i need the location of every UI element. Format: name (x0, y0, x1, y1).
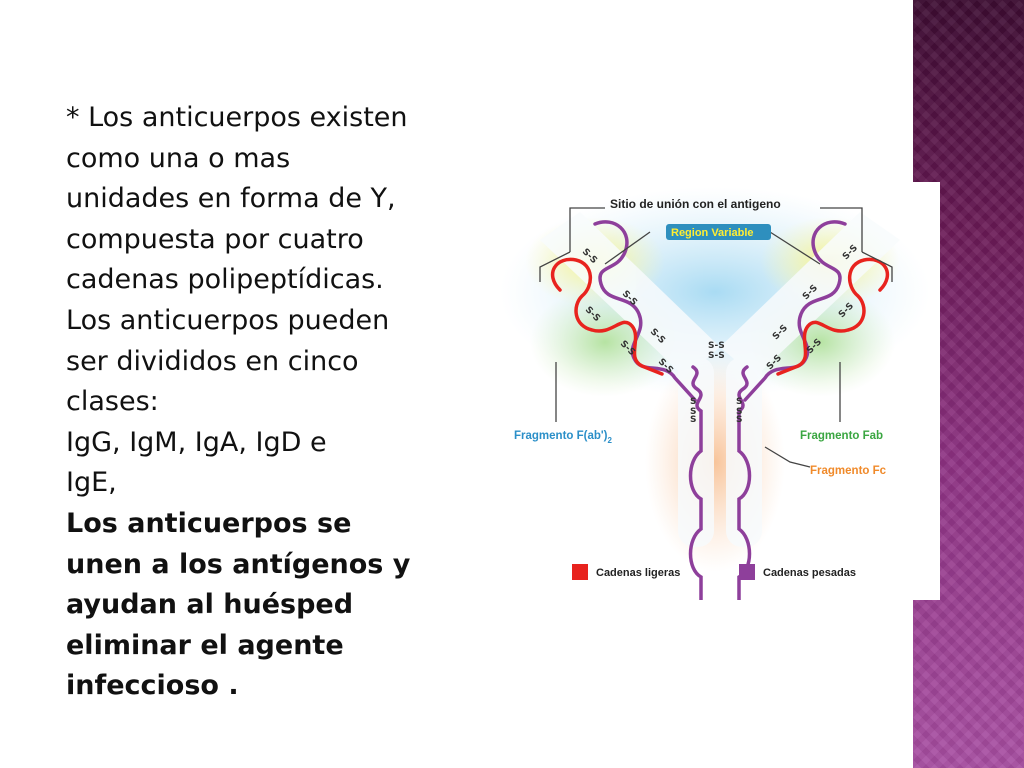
svg-text:S: S (690, 415, 696, 425)
antibody-diagram-svg: S-S S-S S-S S-S S-S S-S S-S S-S S-S S-S … (500, 187, 930, 600)
text-line: cadenas polipeptídicas. (66, 264, 384, 296)
antibody-diagram: S-S S-S S-S S-S S-S S-S S-S S-S S-S S-S … (500, 182, 940, 600)
text-line: ser divididos en cinco (66, 345, 359, 377)
diagram-labels: Sitio de unión con el antigeno Region Va… (514, 197, 887, 477)
region-variable-badge (666, 224, 771, 240)
light-chain-legend-label: Cadenas ligeras (596, 567, 680, 579)
svg-text:S: S (690, 397, 696, 407)
leader-lines (539, 207, 893, 468)
svg-text:S-S: S-S (708, 341, 725, 351)
svg-text:S: S (736, 407, 742, 417)
fc-fragment-label: Fragmento Fc (810, 465, 887, 477)
svg-text:S: S (690, 407, 696, 417)
svg-text:S-S: S-S (708, 351, 725, 361)
bold-text-line: infeccioso . (66, 670, 239, 702)
antigen-site-label: Sitio de unión con el antigeno (610, 197, 781, 211)
text-line: IgG, IgM, IgA, IgD e (66, 426, 327, 458)
bold-text-line: Los anticuerpos se (66, 507, 352, 539)
text-line: * Los anticuerpos existen (66, 102, 408, 133)
text-line: IgE, (66, 467, 117, 499)
diagram-legend: Cadenas ligeras Cadenas pesadas (572, 564, 856, 580)
bold-text-line: eliminar el agente (66, 629, 344, 661)
text-line: como una o mas (66, 142, 291, 174)
fab-fragment-label: Fragmento Fab (800, 430, 883, 442)
slide-text: * Los anticuerpos existen como una o mas… (66, 98, 456, 707)
bold-text-line: unen a los antígenos y (66, 548, 411, 580)
heavy-chain-swatch (739, 564, 755, 580)
region-variable-label: Region Variable (671, 227, 754, 239)
text-line: Los anticuerpos pueden (66, 304, 390, 336)
svg-text:S: S (736, 415, 742, 425)
text-line: unidades en forma de Y, (66, 183, 396, 215)
heavy-chain-legend-label: Cadenas pesadas (763, 567, 856, 579)
svg-text:S: S (736, 397, 742, 407)
text-line: clases: (66, 386, 159, 418)
light-chain-swatch (572, 564, 588, 580)
light-chains (550, 257, 890, 376)
antibody-arms (540, 212, 900, 547)
text-line: compuesta por cuatro (66, 223, 364, 255)
fab2-fragment-label: Fragmento F(ab')2 (514, 430, 612, 445)
bold-text-line: ayudan al huésped (66, 589, 354, 621)
decorative-side-band (913, 0, 1024, 768)
